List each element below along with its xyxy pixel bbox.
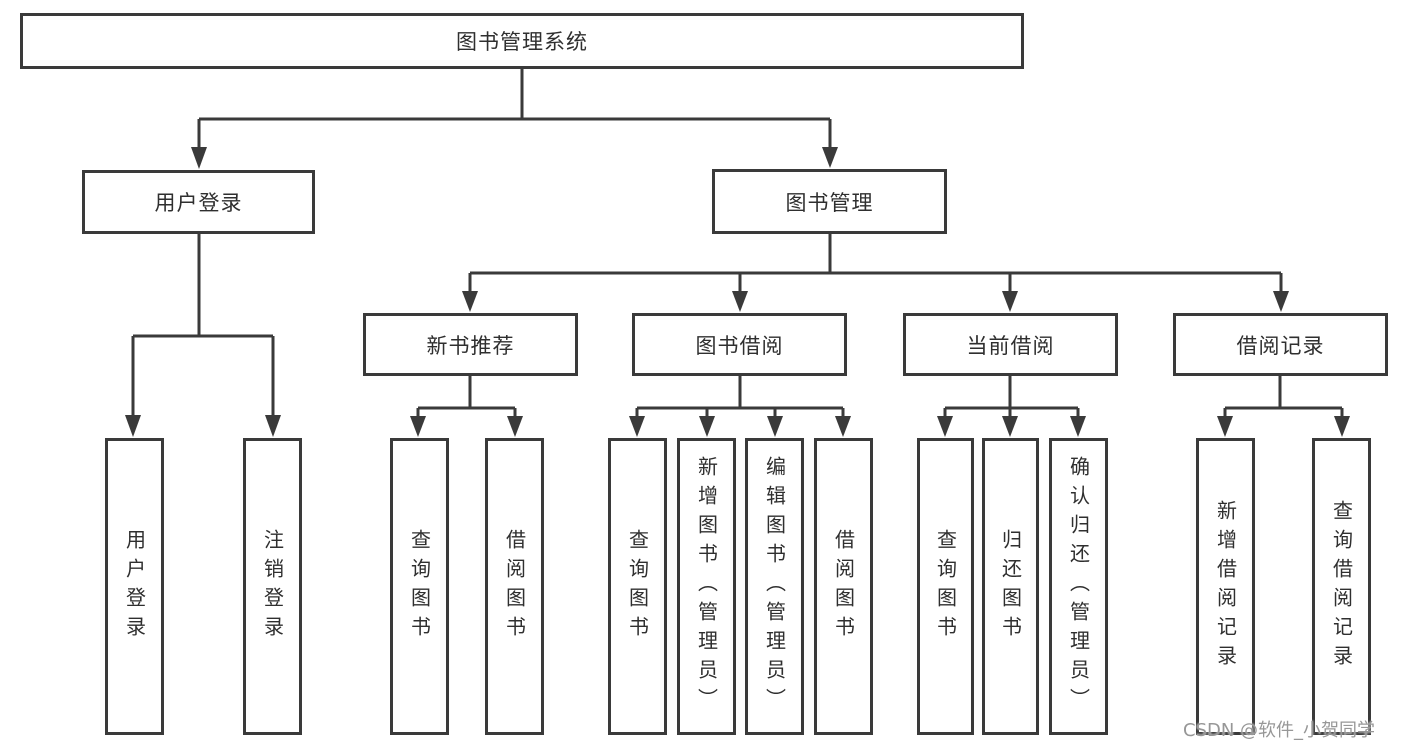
leaf-label: 借阅图书	[502, 528, 527, 645]
leaf-label: 确认归还（管理员）	[1066, 456, 1091, 717]
node-book-management-label: 图书管理	[785, 190, 874, 215]
node-user-login-label: 用户登录	[154, 191, 243, 215]
watermark-text: CSDN @软件_小贺同学	[1183, 720, 1376, 741]
node-leaf-borrow-books: 借阅图书	[814, 438, 873, 735]
node-leaf-logout: 注销登录	[243, 438, 302, 735]
node-leaf-add-books-admin: 新增图书（管理员）	[677, 438, 736, 735]
node-leaf-user-login: 用户登录	[105, 438, 164, 735]
leaf-label: 注销登录	[260, 528, 285, 645]
leaf-label: 归还图书	[998, 528, 1023, 645]
node-leaf-query-books-recommend: 查询图书	[390, 438, 449, 735]
node-leaf-query-borrow-record: 查询借阅记录	[1312, 438, 1371, 735]
node-book-management: 图书管理	[712, 169, 947, 234]
leaf-label: 查询图书	[933, 528, 958, 645]
node-new-book-recommendation: 新书推荐	[363, 313, 578, 376]
node-leaf-borrow-books-recommend: 借阅图书	[485, 438, 544, 735]
node-new-book-recommendation-label: 新书推荐	[426, 333, 515, 358]
leaf-label: 用户登录	[122, 528, 147, 645]
node-leaf-confirm-return-admin: 确认归还（管理员）	[1049, 438, 1108, 735]
leaf-label: 查询图书	[625, 528, 650, 645]
node-leaf-edit-books-admin: 编辑图书（管理员）	[745, 438, 804, 735]
node-leaf-query-books-current: 查询图书	[917, 438, 974, 735]
node-book-borrowing-label: 图书借阅	[695, 333, 784, 358]
node-book-borrowing: 图书借阅	[632, 313, 847, 376]
node-borrowing-records: 借阅记录	[1173, 313, 1388, 376]
node-borrowing-records-label: 借阅记录	[1236, 333, 1325, 358]
node-root: 图书管理系统	[20, 13, 1024, 69]
leaf-label: 新增图书（管理员）	[694, 456, 719, 717]
node-leaf-return-books: 归还图书	[982, 438, 1039, 735]
leaf-label: 借阅图书	[831, 528, 856, 645]
leaf-label: 新增借阅记录	[1213, 499, 1238, 674]
node-user-login: 用户登录	[82, 170, 315, 234]
node-current-borrowing-label: 当前借阅	[966, 333, 1055, 358]
leaf-label: 编辑图书（管理员）	[762, 456, 787, 717]
leaf-label: 查询图书	[407, 528, 432, 645]
node-leaf-query-books-borrowing: 查询图书	[608, 438, 667, 735]
node-leaf-add-borrow-record: 新增借阅记录	[1196, 438, 1255, 735]
node-root-label: 图书管理系统	[456, 30, 588, 54]
leaf-label: 查询借阅记录	[1329, 499, 1354, 674]
node-current-borrowing: 当前借阅	[903, 313, 1118, 376]
